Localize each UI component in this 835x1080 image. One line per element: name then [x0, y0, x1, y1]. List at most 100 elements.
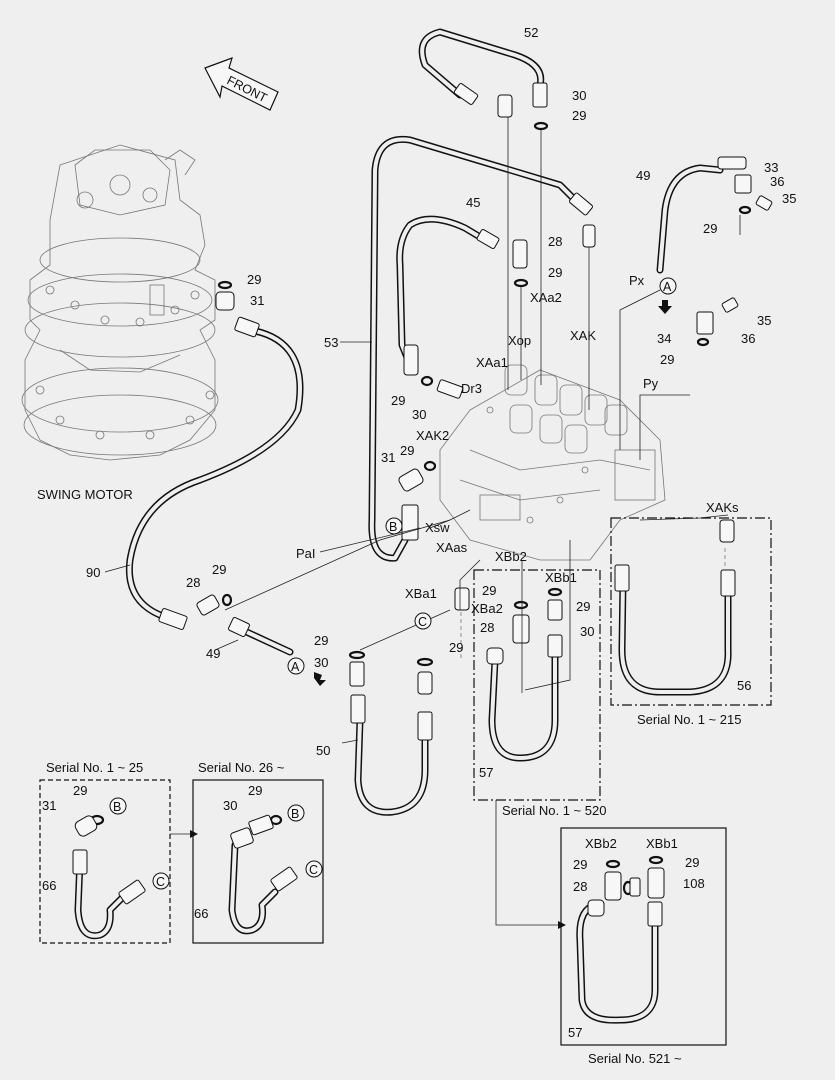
serial-note-1-520: Serial No. 1 ~ 520 [502, 803, 606, 818]
part-29: 29 [449, 640, 463, 655]
port-xbb2-detail: XBb2 [585, 836, 617, 851]
svg-text:C: C [418, 615, 427, 629]
flow-arrows [314, 300, 672, 686]
svg-text:C: C [309, 863, 318, 877]
part-30: 30 [572, 88, 586, 103]
hose-45 [396, 215, 489, 374]
hose-49-top [656, 164, 724, 274]
swing-motor-drawing [21, 144, 219, 461]
part-29: 29 [400, 443, 414, 458]
part-66: 66 [42, 878, 56, 893]
part-30: 30 [223, 798, 237, 813]
port-py: Py [643, 376, 659, 391]
hose-66a [74, 856, 129, 940]
part-29: 29 [703, 221, 717, 236]
part-29: 29 [482, 583, 496, 598]
hose-57-top [488, 646, 559, 762]
part-49: 49 [636, 168, 650, 183]
part-29: 29 [212, 562, 226, 577]
part-35: 35 [782, 191, 796, 206]
port-xak2: XAK2 [416, 428, 449, 443]
part-29: 29 [685, 855, 699, 870]
part-29: 29 [248, 783, 262, 798]
part-28: 28 [573, 879, 587, 894]
part-28: 28 [480, 620, 494, 635]
part-90: 90 [86, 565, 100, 580]
port-xaas: XAas [436, 540, 468, 555]
part-28: 28 [186, 575, 200, 590]
callout-bubble-c-1: C [414, 612, 432, 630]
part-49: 49 [206, 646, 220, 661]
callout-bubble-a-2: A [287, 657, 305, 675]
part-29: 29 [247, 272, 261, 287]
part-number-labels: 52 30 29 33 49 36 35 45 29 28 29 29 31 3… [42, 25, 796, 1040]
svg-text:A: A [291, 660, 300, 674]
part-57: 57 [479, 765, 493, 780]
port-xaks: XAKs [706, 500, 739, 515]
part-29: 29 [572, 108, 586, 123]
part-66: 66 [194, 906, 208, 921]
part-30: 30 [412, 407, 426, 422]
svg-text:B: B [389, 520, 397, 534]
svg-text:B: B [113, 800, 121, 814]
port-labels: XAa2 Px Xop XAK XAa1 Py Dr3 XAK2 XAKs Xs… [296, 273, 739, 851]
port-xbb1-detail: XBb1 [646, 836, 678, 851]
svg-text:C: C [156, 875, 165, 889]
port-xak: XAK [570, 328, 596, 343]
leader-lines [104, 117, 741, 929]
fittings [72, 82, 773, 927]
hose-50 [354, 716, 429, 816]
front-arrow: FRONT [204, 57, 279, 111]
part-31: 31 [250, 293, 264, 308]
part-50: 50 [316, 743, 330, 758]
serial-1-215-box [610, 517, 772, 706]
part-45: 45 [466, 195, 480, 210]
serial-note-1-215: Serial No. 1 ~ 215 [637, 712, 741, 727]
part-29: 29 [391, 393, 405, 408]
serial-1-25-box [39, 779, 171, 944]
part-35: 35 [757, 313, 771, 328]
callout-bubble-c-2: C [152, 872, 170, 890]
part-29: 29 [314, 633, 328, 648]
part-34: 34 [657, 331, 671, 346]
control-valve-drawing [439, 364, 666, 561]
callout-bubble-b-3: B [287, 804, 305, 822]
part-28: 28 [548, 234, 562, 249]
part-31: 31 [381, 450, 395, 465]
serial-1-520-box [473, 569, 601, 801]
part-31: 31 [42, 798, 56, 813]
serial-note-1-25: Serial No. 1 ~ 25 [46, 760, 143, 775]
part-57: 57 [568, 1025, 582, 1040]
port-xbb2: XBb2 [495, 549, 527, 564]
part-29: 29 [548, 265, 562, 280]
part-29: 29 [576, 599, 590, 614]
part-56: 56 [737, 678, 751, 693]
hose-52 [418, 28, 545, 99]
hose-56 [618, 576, 732, 696]
part-33: 33 [764, 160, 778, 175]
part-30: 30 [314, 655, 328, 670]
callout-bubble-b-1: B [385, 517, 403, 535]
hose-57-bottom [576, 901, 659, 1024]
serial-note-521: Serial No. 521 ~ [588, 1051, 682, 1066]
serial-26-box [192, 779, 324, 944]
port-xba2: XBa2 [471, 601, 503, 616]
serial-note-26: Serial No. 26 ~ [198, 760, 285, 775]
part-36: 36 [770, 174, 784, 189]
part-53: 53 [324, 335, 338, 350]
part-36: 36 [741, 331, 755, 346]
port-xaa2: XAa2 [530, 290, 562, 305]
part-29: 29 [660, 352, 674, 367]
port-xaa1: XAa1 [476, 355, 508, 370]
swing-motor-label: SWING MOTOR [37, 487, 133, 502]
port-xba1: XBa1 [405, 586, 437, 601]
part-52: 52 [524, 25, 538, 40]
svg-text:B: B [291, 807, 299, 821]
serial-notes: Serial No. 1 ~ 215 Serial No. 1 ~ 25 Ser… [46, 712, 741, 1066]
serial-521-box [560, 827, 727, 1046]
callout-bubble-a-1: A [659, 277, 677, 295]
hose-90 [125, 326, 304, 619]
part-29: 29 [573, 857, 587, 872]
part-29: 29 [73, 783, 87, 798]
